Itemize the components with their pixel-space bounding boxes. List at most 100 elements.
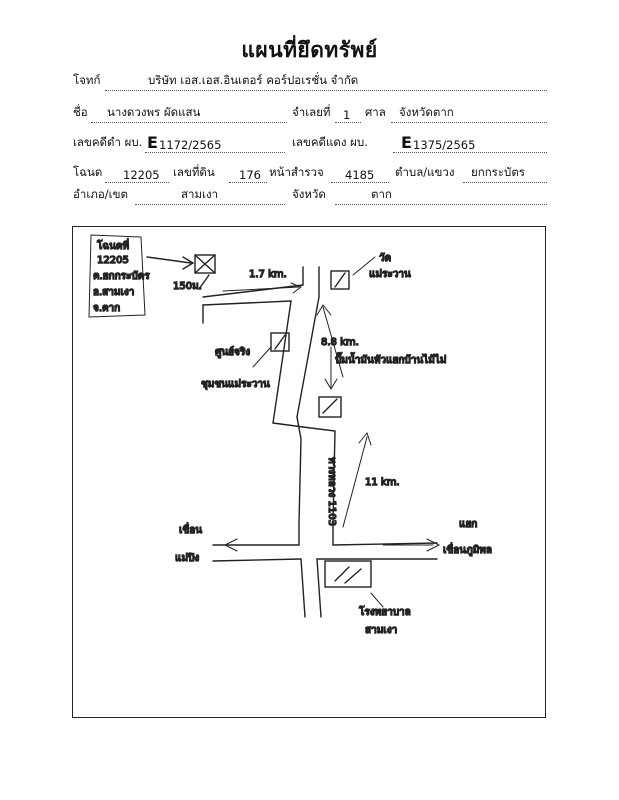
deed-note-line: จ.ตาก — [93, 303, 120, 314]
arrow-88 — [322, 306, 344, 378]
deed-label: โฉนด — [73, 165, 103, 179]
property-x-mark — [194, 254, 216, 274]
road-main-left — [272, 300, 292, 424]
cross-road-upper-right — [332, 542, 438, 546]
road-main-right — [296, 296, 320, 418]
dotted-line — [229, 182, 267, 183]
red-case-prefix: E — [401, 133, 412, 152]
arrow-head — [324, 378, 338, 390]
page-title: แผนที่ยึดทรัพย์ — [241, 38, 378, 62]
deed-note-line: โฉนดที่ — [97, 238, 129, 252]
right-label: เขื่อนภูมิพล — [443, 542, 492, 556]
arrow-head — [358, 431, 372, 446]
hospital-hatch — [334, 566, 362, 584]
dotted-line — [391, 122, 547, 123]
name-label: ชื่อ — [73, 105, 88, 119]
survey-label: หน้าสำรวจ — [269, 165, 324, 179]
district-label: อำเภอ/เขต — [73, 187, 128, 201]
province-value: ตาก — [371, 187, 392, 201]
deed-note-frame — [88, 234, 146, 318]
center-box — [270, 332, 290, 352]
court-value: จังหวัดตาก — [399, 105, 454, 119]
plaintiff-label: โจทก์ — [73, 73, 101, 87]
center-label: ศูนย์จริง — [215, 346, 250, 358]
map-box: โฉนดที่ 12205 ต.ยกกระบัตร อ.สามเงา จ.ตาก… — [72, 226, 546, 718]
highway-left — [298, 438, 302, 524]
red-case-label: เลขคดีแดง ผบ. — [292, 135, 368, 149]
row-case-numbers: เลขคดีดำ ผบ. E 1172/2565 เลขคดีแดง ผบ. E… — [73, 133, 547, 154]
hospital-label: สามเงา — [365, 625, 397, 636]
road-label: ทางหลวง 1103 — [326, 457, 337, 526]
arrow-150 — [198, 274, 210, 290]
arrow-11 — [342, 436, 368, 528]
black-case-label: เลขคดีดำ ผบ. — [73, 135, 143, 149]
hand-drawn-map: โฉนดที่ 12205 ต.ยกกระบัตร อ.สามเงา จ.ตาก… — [88, 234, 493, 637]
arrow-center — [252, 346, 272, 368]
dotted-line — [105, 90, 547, 91]
right-label: แยก — [459, 519, 477, 530]
survey-value: 4185 — [345, 168, 375, 182]
center-hatch — [274, 334, 286, 350]
left-label: แม่ปิง — [175, 553, 199, 564]
left-label: เขื่อน — [179, 522, 202, 536]
dist-88-label: 8.8 km. — [321, 337, 359, 348]
temple-label: แม่ระวาน — [369, 269, 411, 280]
defendant-no-value: 1 — [343, 108, 351, 122]
defendant-no-label: จำเลยที่ — [292, 105, 331, 119]
dist-17-label: 1.7 km. — [249, 269, 287, 280]
gas-label: ปั๊มน้ำมันหัวแยกบ้านไม้ไม่ — [335, 352, 446, 366]
dotted-line — [145, 152, 285, 153]
road-top-lower — [202, 300, 292, 306]
arrow-head — [426, 538, 441, 552]
dotted-line — [331, 182, 389, 183]
black-case-value: 1172/2565 — [159, 138, 222, 152]
province-label: จังหวัด — [292, 187, 326, 201]
deed-note: โฉนดที่ 12205 ต.ยกกระบัตร อ.สามเงา จ.ตาก — [92, 237, 151, 314]
district-value: สามเงา — [181, 187, 219, 201]
row-district: อำเภอ/เขต สามเงา จังหวัด ตาก — [73, 186, 547, 206]
dotted-line — [335, 122, 361, 123]
dotted-line — [393, 152, 547, 153]
row-deed: โฉนด 12205 เลขที่ดิน 176 หน้าสำรวจ 4185 … — [73, 164, 547, 184]
temple-label: วัด — [379, 253, 391, 264]
center-label: ชุมชนแม่ระวาน — [201, 379, 270, 390]
arrow-hospital — [370, 592, 384, 608]
deed-value: 12205 — [123, 168, 160, 182]
dotted-line — [335, 204, 547, 205]
deed-note-line: ต.ยกกระบัตร — [93, 271, 150, 282]
black-case-prefix: E — [147, 133, 158, 152]
cross-road-lower-left — [212, 558, 302, 562]
arrow-head — [316, 304, 332, 316]
arrow-temple — [352, 256, 376, 276]
dotted-line — [135, 204, 285, 205]
dotted-line — [91, 122, 287, 123]
arrow-head — [223, 538, 238, 552]
hospital-label: โรงพยาบาล — [359, 605, 411, 618]
dist-150-label: 150ม. — [173, 281, 202, 292]
property-box — [194, 254, 216, 274]
arrow-head — [290, 282, 303, 294]
name-value: นางดวงพร ผัดแสน — [107, 105, 201, 119]
dotted-line — [105, 182, 169, 183]
deed-note-line: 12205 — [97, 255, 129, 266]
court-label: ศาล — [365, 105, 386, 119]
road-bend-right — [296, 416, 302, 440]
row-plaintiff: โจทก์ บริษัท เอส.เอส.อินเตอร์ คอร์ปอเรชั… — [73, 72, 547, 92]
road-top-upper — [202, 284, 304, 298]
row-name: ชื่อ นางดวงพร ผัดแสน จำเลยที่ 1 ศาล จังห… — [73, 104, 547, 124]
arrow-head — [182, 256, 195, 270]
temple-hatch — [334, 272, 346, 288]
land-no-value: 176 — [239, 168, 261, 182]
road-south-right — [316, 558, 322, 618]
dist-11-label: 11 km. — [365, 477, 400, 488]
red-case-value: 1375/2565 — [413, 138, 476, 152]
road-south-left — [300, 558, 306, 618]
land-no-label: เลขที่ดิน — [173, 165, 215, 179]
gas-station-box — [318, 396, 342, 418]
arrow-17 — [222, 286, 300, 292]
arrow-to-property — [146, 256, 192, 264]
gas-hatch — [322, 398, 338, 414]
deed-note-line: อ.สามเงา — [93, 287, 134, 298]
dotted-line — [463, 182, 547, 183]
hospital-box — [324, 560, 372, 588]
